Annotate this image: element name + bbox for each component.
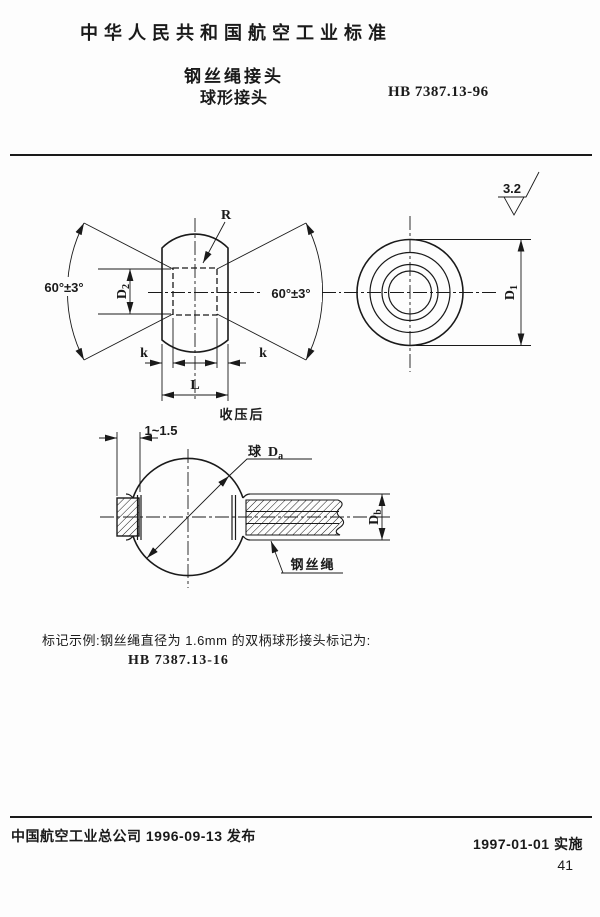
- d2-main: D: [115, 289, 130, 299]
- angle-arc-right: [305, 222, 324, 361]
- footer-rule: [10, 816, 592, 818]
- da-main: D: [268, 445, 278, 460]
- k-label-left: k: [140, 346, 148, 361]
- page-number: 41: [557, 857, 573, 873]
- db-main: D: [367, 515, 382, 525]
- bore-circle: [387, 270, 433, 315]
- bore-hidden-outline: [172, 267, 218, 316]
- marking-example-text: 标记示例:钢丝绳直径为 1.6mm 的双柄球形接头标记为:: [42, 633, 371, 648]
- d2-sub: 2: [121, 284, 132, 289]
- header-rule: [10, 154, 592, 156]
- rope-label-leader: [270, 540, 284, 574]
- fillet-radius-label: R: [221, 208, 232, 223]
- marking-example-code: HB 7387.13-16: [128, 653, 229, 668]
- d1-main: D: [503, 290, 518, 300]
- protrusion-extension-lines: [116, 432, 141, 496]
- da-sub: a: [278, 451, 283, 462]
- k-label-right: k: [259, 346, 267, 361]
- bore-diameter-label: D2: [115, 284, 132, 299]
- length-label: L: [190, 378, 199, 393]
- strand-separators: [246, 511, 339, 524]
- mid-circle: [369, 251, 451, 334]
- db-sub: b: [373, 509, 384, 515]
- rope-stub-hatched: [116, 497, 140, 537]
- outer-circle: [356, 238, 464, 347]
- rope-diameter-label: Db: [367, 509, 384, 525]
- d1-sub: 1: [509, 285, 520, 290]
- issuer-line: 中国航空工业总公司 1996-09-13 发布: [11, 828, 256, 844]
- ball-diameter-leader: [228, 458, 312, 477]
- ball-outline: [132, 457, 244, 577]
- angle-right-label: 60°±3°: [271, 286, 310, 301]
- outer-diameter-label: D1: [503, 285, 520, 300]
- angle-right-label-bg: [262, 283, 322, 302]
- roughness-value: 3.2: [503, 181, 521, 196]
- rope-strands-hatched: [245, 499, 345, 536]
- chamfer-circle: [381, 263, 439, 322]
- standard-number: HB 7387.13-96: [388, 84, 489, 100]
- barrel-outline: [161, 233, 229, 353]
- rope-name-label: 钢丝绳: [290, 557, 335, 572]
- angle-left-label: 60°±3°: [44, 280, 83, 295]
- ball-diameter-line: [146, 475, 230, 559]
- roughness-mark: [498, 171, 540, 216]
- swaged-caption: 收压后: [219, 407, 264, 422]
- subtitle-block: 钢丝绳接头 球形接头: [80, 66, 388, 110]
- extension-lines: [98, 268, 229, 401]
- end-view: D1 3.2: [344, 171, 540, 372]
- product-name: 钢丝绳接头: [184, 67, 284, 86]
- joint-type: 球形接头: [199, 90, 268, 107]
- protrusion-label: 1~1.5: [145, 423, 178, 438]
- front-centerlines: [148, 218, 341, 402]
- rope-contour-lines: [250, 493, 390, 541]
- radius-leader: [202, 221, 226, 264]
- angle-left-label-bg: [40, 277, 90, 296]
- ball-prefix: 球: [248, 444, 263, 459]
- front-view: 60°±3° 60°±3° R D2 k k L 收压后: [40, 208, 341, 422]
- standard-title: 中华人民共和国航空工业标准: [80, 23, 392, 43]
- cone-lines: [83, 222, 307, 361]
- neck-flares: [125, 493, 251, 541]
- implementation-line: 1997-01-01 实施: [472, 836, 583, 852]
- roughness-symbol: 3.2: [498, 171, 540, 216]
- d1-extension-lines: [416, 239, 531, 346]
- hole-edge-lines: [136, 495, 237, 540]
